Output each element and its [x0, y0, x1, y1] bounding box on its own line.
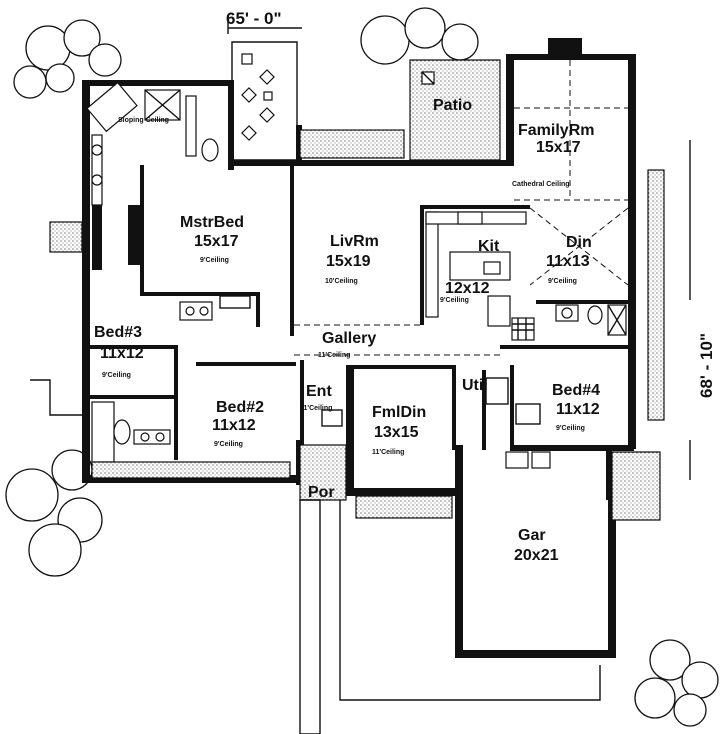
fireplace-icon	[511, 317, 535, 341]
svg-text:15x19: 15x19	[326, 253, 371, 270]
svg-text:Din: Din	[566, 234, 592, 251]
width-dimension: 65' - 0"	[226, 9, 302, 34]
svg-text:11'Ceiling: 11'Ceiling	[300, 405, 332, 412]
svg-text:13x15: 13x15	[374, 424, 419, 441]
planter-bottom-left	[91, 461, 291, 479]
room-garage: Gar 20x21	[514, 527, 559, 564]
tree-top-left-icon	[13, 19, 122, 99]
room-gallery: Gallery 11'Ceiling	[318, 330, 376, 359]
room-family: FamilyRm 15x17 Cathedral Ceiling	[512, 122, 594, 188]
room-bed4: Bed#4 11x12 9'Ceiling	[552, 382, 600, 432]
svg-text:9'Ceiling: 9'Ceiling	[556, 425, 585, 432]
svg-text:Bed#4: Bed#4	[552, 382, 600, 399]
depth-label: 68' - 10"	[697, 333, 716, 398]
porch-slab	[299, 444, 347, 501]
svg-text:Sloping Ceiling: Sloping Ceiling	[118, 117, 169, 124]
svg-text:11x13: 11x13	[546, 253, 590, 270]
svg-text:FamilyRm: FamilyRm	[518, 122, 594, 139]
svg-text:Kit: Kit	[478, 238, 500, 255]
svg-text:FmlDin: FmlDin	[372, 404, 426, 421]
bath-2-fixtures	[91, 301, 213, 463]
driveway	[339, 500, 601, 701]
room-entry: Ent 11'Ceiling	[300, 383, 332, 412]
master-bath-fixtures	[86, 81, 219, 270]
svg-text:Patio: Patio	[433, 97, 472, 114]
svg-text:15x17: 15x17	[536, 139, 581, 156]
depth-dimension: 68' - 10"	[689, 140, 716, 480]
tree-top-center-icon	[360, 7, 479, 65]
svg-text:11x12: 11x12	[100, 345, 144, 362]
ac-pad	[49, 221, 83, 253]
svg-text:LivRm: LivRm	[330, 233, 379, 250]
svg-text:11'Ceiling: 11'Ceiling	[372, 449, 404, 456]
svg-text:9'Ceiling: 9'Ceiling	[102, 372, 131, 379]
closet-shelving	[219, 295, 541, 427]
svg-text:Por: Por	[308, 484, 335, 501]
svg-text:20x21: 20x21	[514, 547, 559, 564]
room-utility: Util	[462, 377, 488, 394]
svg-text:11x12: 11x12	[212, 417, 256, 434]
svg-text:Gar: Gar	[518, 527, 546, 544]
ceiling-lines	[294, 60, 629, 356]
room-formal-dining: FmlDin 13x15 11'Ceiling	[372, 404, 426, 456]
utility-fixtures	[505, 304, 627, 469]
interior-walls	[88, 165, 630, 460]
svg-text:12x12: 12x12	[445, 280, 490, 297]
kitchen-fixtures	[425, 211, 527, 327]
svg-text:11x12: 11x12	[556, 401, 600, 418]
room-master-bath: Sloping Ceiling	[118, 117, 169, 124]
side-step	[611, 451, 661, 521]
room-master: MstrBed 15x17 9'Ceiling	[180, 214, 244, 264]
room-patio: Patio	[433, 97, 472, 114]
svg-text:MstrBed: MstrBed	[180, 214, 244, 231]
room-bed2: Bed#2 11x12 9'Ceiling	[212, 399, 264, 448]
svg-text:Bed#2: Bed#2	[216, 399, 264, 416]
room-dining: Din 11x13 9'Ceiling	[546, 234, 592, 285]
room-bed3: Bed#3 11x12 9'Ceiling	[94, 324, 144, 379]
svg-text:Ent: Ent	[306, 383, 332, 400]
tree-bottom-right-icon	[634, 639, 719, 727]
planter-porch	[355, 495, 453, 519]
svg-text:9'Ceiling: 9'Ceiling	[214, 441, 243, 448]
svg-text:10'Ceiling: 10'Ceiling	[325, 278, 358, 285]
planter-top	[299, 129, 405, 159]
svg-text:9'Ceiling: 9'Ceiling	[200, 257, 229, 264]
svg-text:11'Ceiling: 11'Ceiling	[318, 352, 350, 359]
room-living: LivRm 15x19 10'Ceiling	[325, 233, 379, 285]
tree-bottom-left-icon	[5, 449, 103, 577]
room-kitchen: Kit 12x12 9'Ceiling	[440, 238, 500, 304]
width-label: 65' - 0"	[226, 9, 282, 28]
svg-text:15x17: 15x17	[194, 233, 239, 250]
walk-left	[299, 499, 321, 734]
svg-text:Cathedral Ceiling: Cathedral Ceiling	[512, 181, 570, 188]
svg-text:Bed#3: Bed#3	[94, 324, 142, 341]
fence	[30, 379, 82, 416]
room-porch: Por	[308, 484, 335, 501]
stepping-stones	[241, 53, 275, 141]
svg-text:9'Ceiling: 9'Ceiling	[548, 278, 577, 285]
svg-text:9'Ceiling: 9'Ceiling	[440, 297, 469, 304]
planter-right	[647, 169, 665, 421]
svg-text:Gallery: Gallery	[322, 330, 376, 347]
svg-text:Util: Util	[462, 377, 488, 394]
